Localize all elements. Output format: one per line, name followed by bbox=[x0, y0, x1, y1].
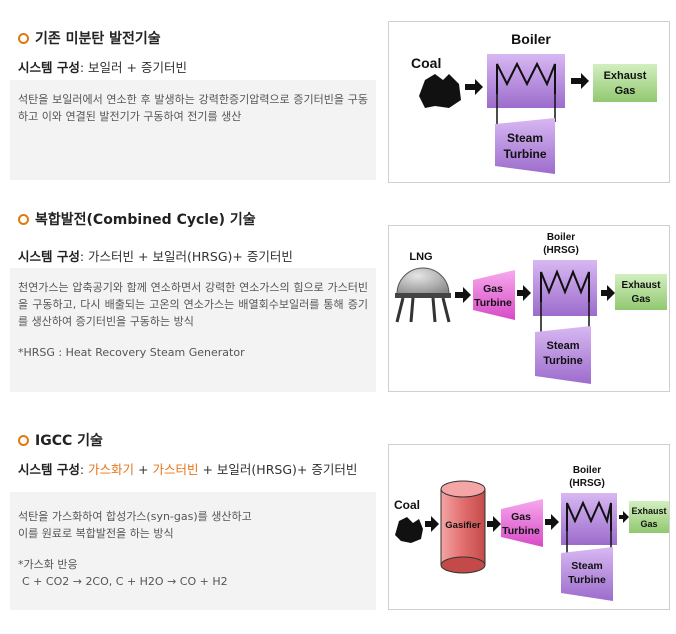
section1-title: 기존 미분탄 발전기술 bbox=[18, 28, 161, 48]
gas-label: Gas bbox=[511, 511, 531, 523]
turbine-label: Turbine bbox=[503, 147, 546, 161]
system-value: : 보일러 + 증기터빈 bbox=[79, 60, 187, 75]
section1-desc-text: 석탄을 보일러에서 연소한 후 발생하는 강력한증기압력으로 증기터빈을 구동하… bbox=[18, 93, 368, 123]
turbine-label: Turbine bbox=[568, 574, 606, 586]
steam-label: Steam bbox=[546, 340, 579, 352]
bullet-icon bbox=[18, 213, 29, 225]
coal-icon bbox=[395, 517, 423, 543]
section2-desc-text: 천연가스는 압축공기와 함께 연소하면서 강력한 연소가스의 힘으로 가스터빈을… bbox=[18, 281, 368, 328]
diagram-pulverized-coal: Coal Boiler Steam Turbine Exhaust Gas bbox=[388, 21, 670, 183]
bullet-icon bbox=[18, 32, 29, 44]
steam-turbine-shape bbox=[561, 547, 613, 601]
section1-system: 시스템 구성: 보일러 + 증기터빈 bbox=[18, 57, 187, 76]
steam-turbine-shape bbox=[535, 326, 591, 384]
system-value: : 가스터빈 + 보일러(HRSG)+ 증기터빈 bbox=[79, 249, 293, 264]
exhaust-gas-label: Gas bbox=[632, 294, 651, 305]
section3-desc-line2: 이를 원료로 복합발전을 하는 방식 bbox=[18, 527, 174, 540]
exhaust-label: Exhaust bbox=[604, 70, 647, 82]
gas-turbine-shape bbox=[501, 499, 543, 547]
hrsg-label: (HRSG) bbox=[569, 478, 605, 489]
system-sep: + bbox=[134, 462, 153, 477]
section3-title: IGCC 기술 bbox=[18, 430, 103, 450]
exhaust-label: Exhaust bbox=[622, 280, 662, 291]
coal-label: Coal bbox=[394, 498, 420, 512]
exhaust-box bbox=[593, 64, 657, 102]
gas-turbine-highlight: 가스터빈 bbox=[152, 462, 199, 477]
gas-turbine-shape bbox=[473, 270, 515, 320]
boiler-label: Boiler bbox=[573, 465, 601, 476]
section2-system: 시스템 구성: 가스터빈 + 보일러(HRSG)+ 증기터빈 bbox=[18, 246, 293, 265]
hrsg-label: (HRSG) bbox=[543, 245, 579, 256]
gasifier-highlight: 가스화기 bbox=[88, 462, 135, 477]
section3-desc-line1: 석탄을 가스화하여 합성가스(syn-gas)를 생산하고 bbox=[18, 510, 252, 523]
gasifier-vessel bbox=[440, 480, 486, 574]
system-value: + 보일러(HRSG)+ 증기터빈 bbox=[198, 462, 358, 477]
gasifier-label: Gasifier bbox=[445, 520, 481, 531]
lng-label: LNG bbox=[409, 251, 432, 263]
section3-title-text: IGCC 기술 bbox=[35, 433, 103, 449]
arrow-icon bbox=[487, 516, 501, 532]
lng-tank-icon bbox=[395, 267, 451, 323]
bullet-icon bbox=[18, 434, 29, 446]
steam-label: Steam bbox=[571, 560, 603, 572]
section1-description: 석탄을 보일러에서 연소한 후 발생하는 강력한증기압력으로 증기터빈을 구동하… bbox=[10, 80, 376, 180]
system-label: 시스템 구성 bbox=[18, 462, 80, 477]
coal-icon bbox=[419, 74, 461, 108]
arrow-icon bbox=[619, 511, 629, 523]
arrow-icon bbox=[601, 285, 615, 301]
exhaust-gas-label: Gas bbox=[615, 85, 636, 97]
section3-description: 석탄을 가스화하여 합성가스(syn-gas)를 생산하고 이를 원료로 복합발… bbox=[10, 492, 376, 610]
gasification-note-title: *가스화 반응 bbox=[18, 558, 78, 571]
hrsg-note: *HRSG : Heat Recovery Steam Generator bbox=[18, 346, 245, 359]
gasification-reaction: C + CO2 → 2CO, C + H2O → CO + H2 bbox=[22, 575, 228, 588]
arrow-icon bbox=[465, 79, 483, 95]
boiler-label: Boiler bbox=[547, 232, 575, 243]
steam-label: Steam bbox=[507, 131, 543, 145]
section1-title-text: 기존 미분탄 발전기술 bbox=[35, 31, 161, 47]
gas-turbine-label: Turbine bbox=[502, 525, 540, 537]
arrow-icon bbox=[571, 73, 589, 89]
arrow-icon bbox=[455, 287, 471, 303]
gas-label: Gas bbox=[483, 283, 503, 295]
section2-title-text: 복합발전(Combined Cycle) 기술 bbox=[35, 212, 256, 228]
section3-system: 시스템 구성: 가스화기 + 가스터빈 + 보일러(HRSG)+ 증기터빈 bbox=[18, 459, 357, 478]
arrow-icon bbox=[425, 516, 439, 532]
system-label: 시스템 구성 bbox=[18, 249, 80, 264]
diagram-igcc: Coal Gasifier Gas Turbine Boiler (HRSG) … bbox=[388, 444, 670, 610]
gas-turbine-label: Turbine bbox=[474, 297, 512, 309]
boiler-box bbox=[533, 260, 597, 316]
diagram-combined-cycle: LNG Gas Turbine Boiler (HRSG) Steam Turb… bbox=[388, 225, 670, 392]
exhaust-box bbox=[629, 501, 669, 533]
exhaust-box bbox=[615, 274, 667, 310]
arrow-icon bbox=[545, 514, 559, 530]
turbine-label: Turbine bbox=[543, 355, 583, 367]
system-label: 시스템 구성 bbox=[18, 60, 80, 75]
section2-title: 복합발전(Combined Cycle) 기술 bbox=[18, 209, 256, 229]
arrow-icon bbox=[517, 285, 531, 301]
boiler-coil-icon bbox=[540, 269, 590, 302]
section2-description: 천연가스는 압축공기와 함께 연소하면서 강력한 연소가스의 힘으로 가스터빈을… bbox=[10, 268, 376, 392]
system-sep: : bbox=[79, 462, 89, 477]
boiler-coil-icon bbox=[496, 61, 556, 94]
exhaust-gas-label: Gas bbox=[640, 519, 657, 529]
steam-turbine-shape bbox=[495, 118, 555, 174]
boiler-coil-icon bbox=[566, 500, 612, 531]
boiler-label: Boiler bbox=[511, 31, 551, 47]
boiler-box bbox=[561, 493, 617, 545]
exhaust-label: Exhaust bbox=[631, 506, 666, 516]
coal-label: Coal bbox=[411, 55, 441, 71]
